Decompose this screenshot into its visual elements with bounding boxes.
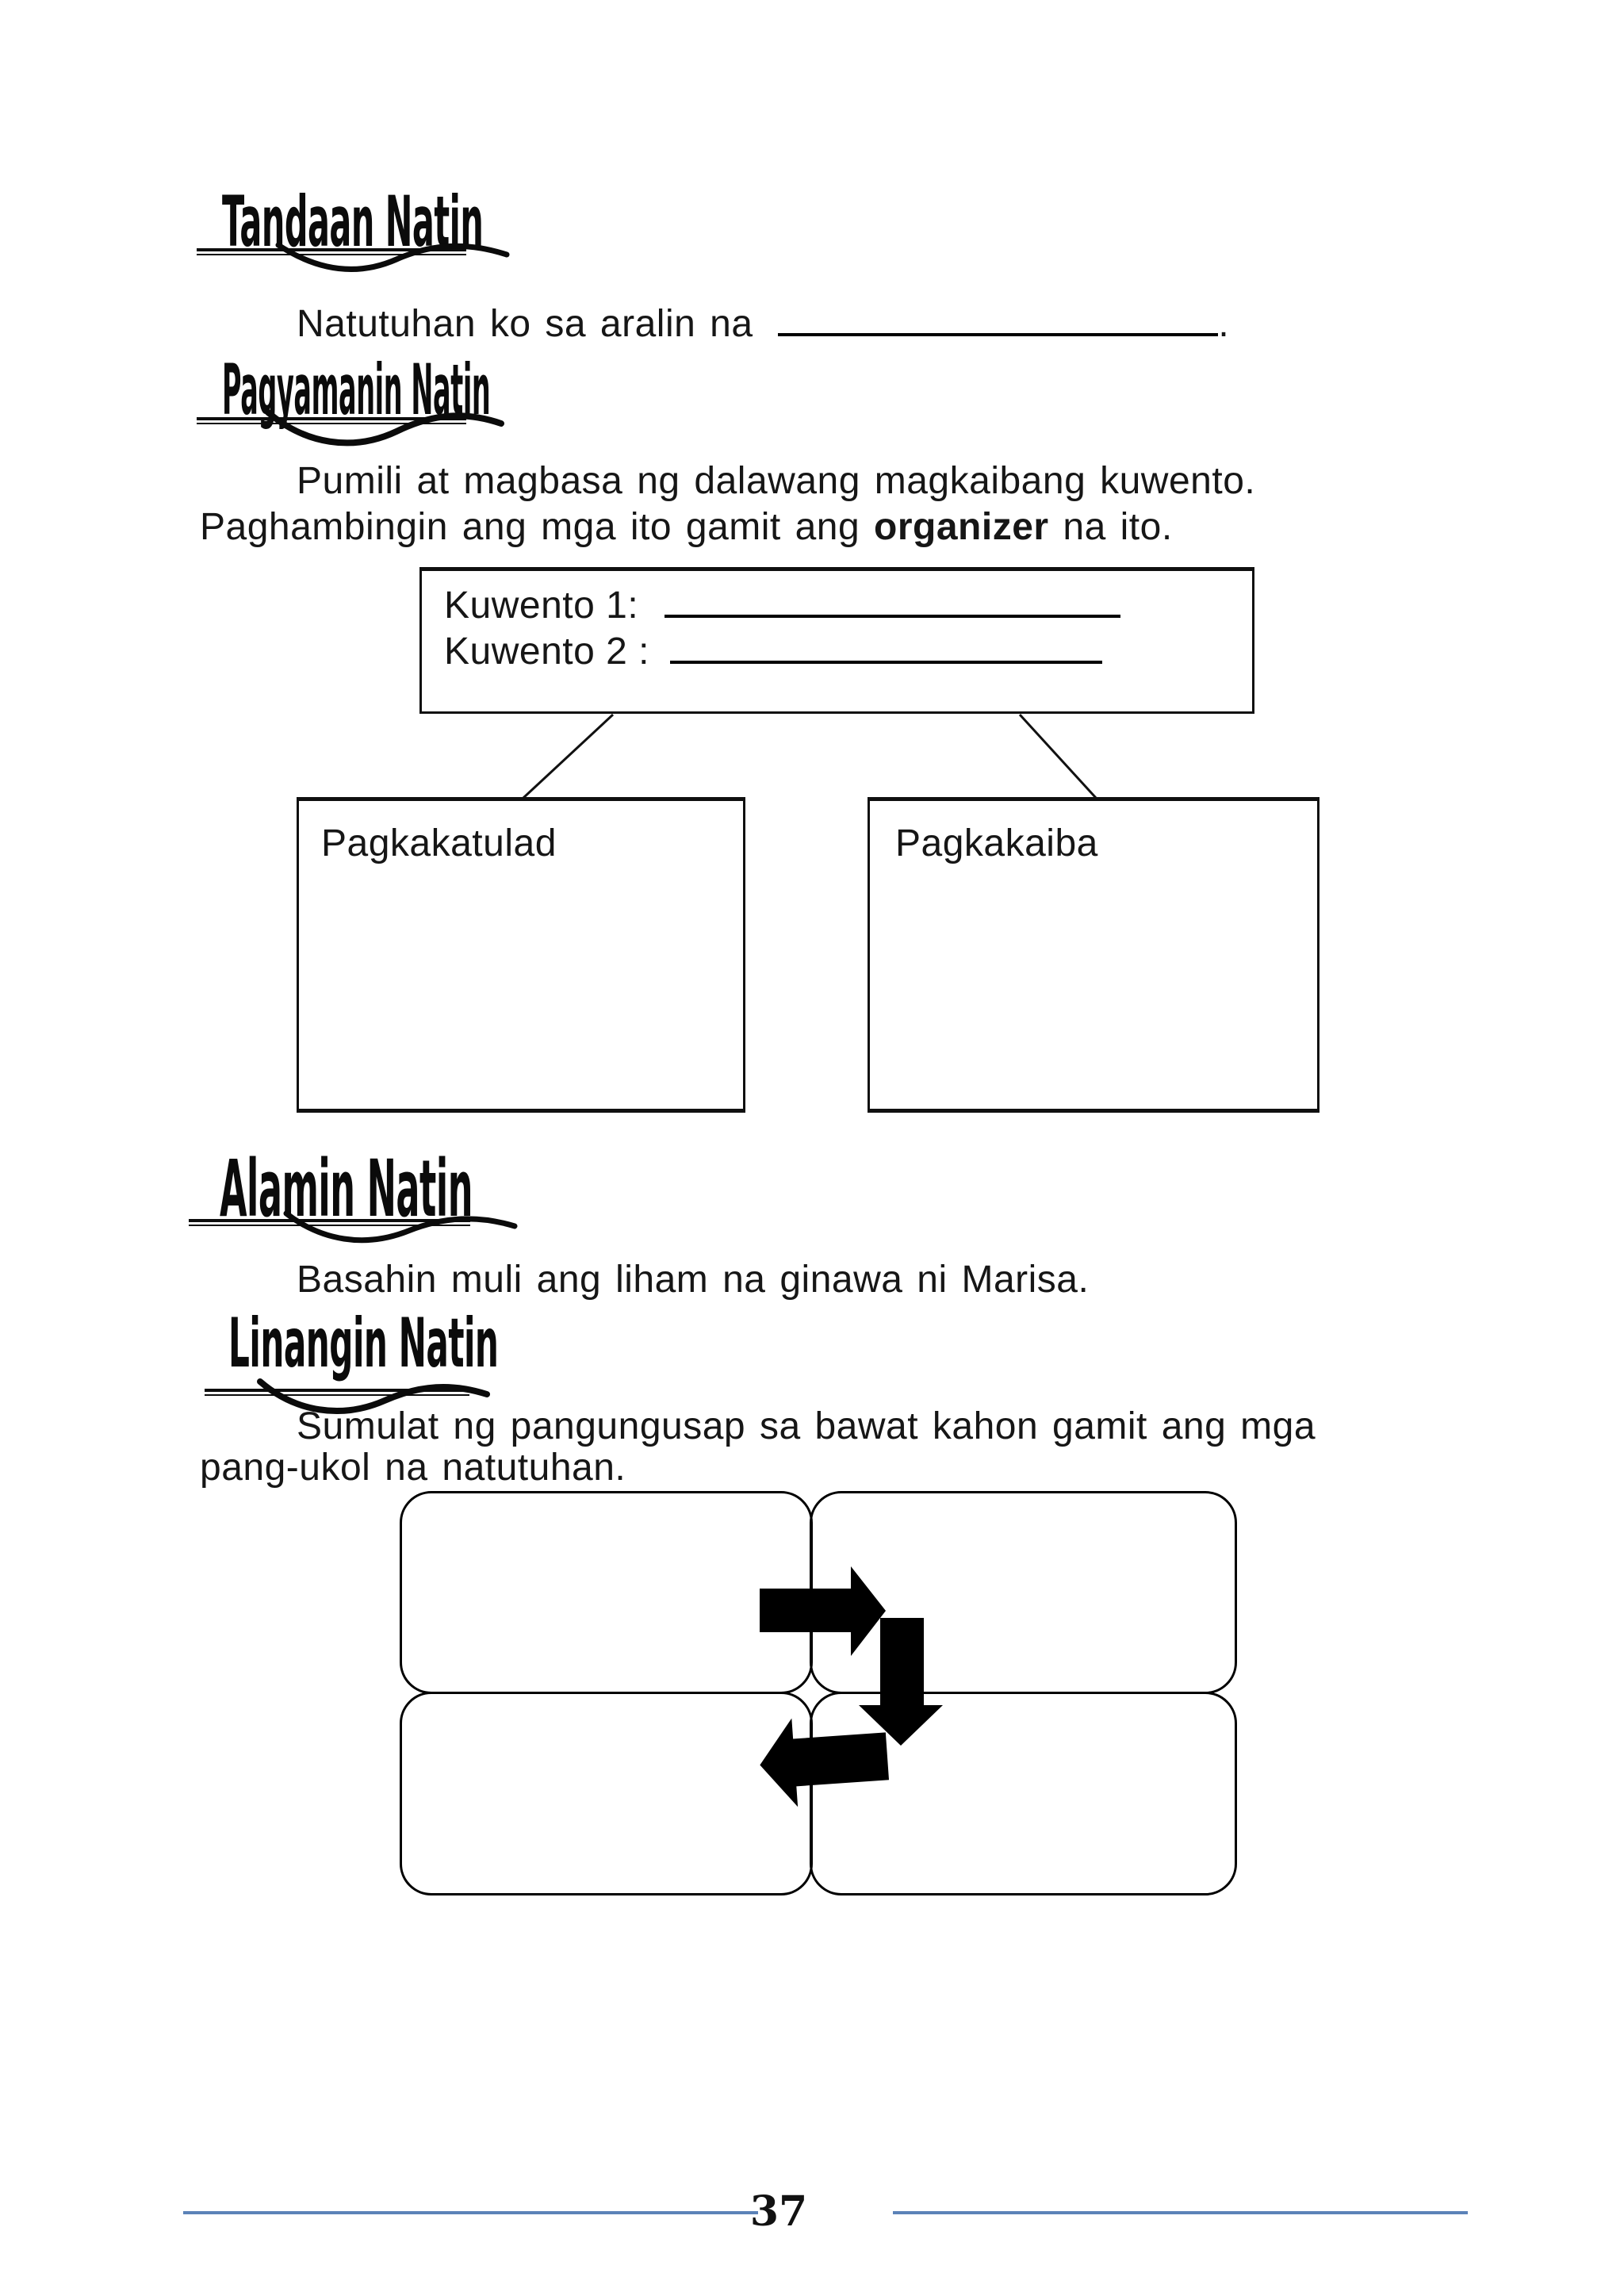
instruction-bold-word: organizer [874,506,1049,548]
answer-box-bottom-right [810,1692,1237,1895]
alamin-natin-heading: Alamin Natin [220,1144,473,1235]
answer-box-top-right [810,1491,1237,1694]
tandaan-sentence: Natutuhan ko sa aralin na . [297,301,1229,347]
instruction-text: na ito. [1048,506,1173,548]
answer-box-top-left [400,1491,813,1694]
linangin-instructions: Sumulat ng pangungusap sa bawat kahon ga… [200,1406,1316,1489]
differences-label: Pagkakaiba [895,822,1098,864]
footer-rule-right [893,2211,1468,2214]
connector-line-right [1018,713,1097,799]
fill-in-blank [778,302,1219,336]
heading-underline [197,417,466,424]
heading-underline [205,1389,469,1396]
page-number: 37 [749,2187,808,2236]
heading-underline [189,1219,470,1226]
swoosh-ornament [265,409,504,447]
footer-rule-left [183,2211,758,2214]
story1-label: Kuwento 1: [444,585,639,627]
story-title-box: Kuwento 1: Kuwento 2 : [419,567,1254,714]
similarities-box: Pagkakatulad [297,797,745,1113]
instruction-text: Paghambingin ang mga ito gamit ang [200,506,875,548]
swoosh-ornament [257,1378,490,1414]
alamin-sentence: Basahin muli ang liham na ginawa ni Mari… [297,1259,1090,1301]
story1-row: Kuwento 1: [444,584,1120,627]
instruction-line: Paghambingin ang mga ito gamit ang organ… [200,504,1255,550]
fill-in-blank [670,650,1103,664]
fill-in-blank [664,604,1120,618]
instruction-line: pang-ukol na natutuhan. [200,1447,626,1489]
story2-row: Kuwento 2 : [444,630,1103,673]
swoosh-ornament [283,1210,518,1244]
similarities-label: Pagkakatulad [321,822,557,864]
differences-box: Pagkakaiba [868,797,1320,1113]
pagyamanin-instructions: Pumili at magbasa ng dalawang magkaibang… [200,458,1255,550]
answer-box-bottom-left [400,1692,813,1895]
tandaan-sentence-prefix: Natutuhan ko sa aralin na [297,303,753,345]
connector-line-left [522,713,615,799]
instruction-line: Sumulat ng pangungusap sa bawat kahon ga… [297,1405,1316,1447]
linangin-natin-heading: Linangin Natin [228,1304,499,1383]
heading-underline [197,248,466,255]
instruction-line: Pumili at magbasa ng dalawang magkaibang… [297,460,1256,502]
swoosh-ornament [275,242,510,272]
tandaan-sentence-period: . [1218,303,1230,345]
story2-label: Kuwento 2 : [444,631,649,673]
